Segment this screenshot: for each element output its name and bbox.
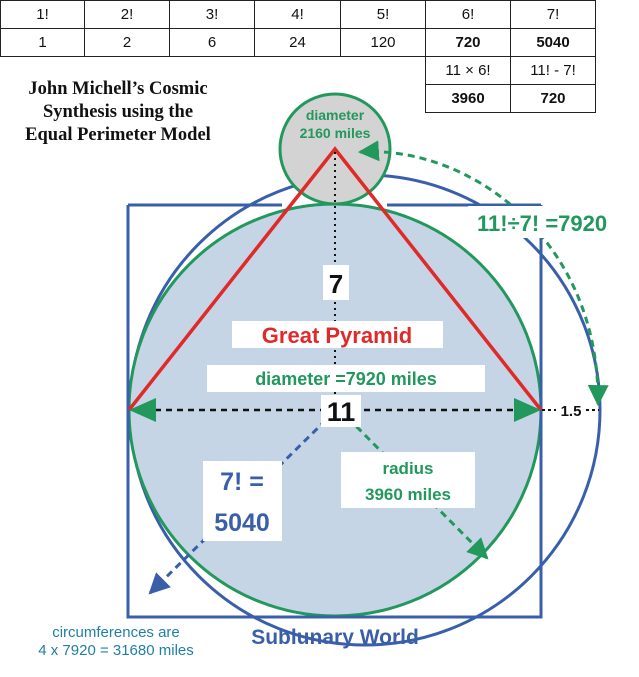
label-background [468, 206, 626, 238]
table-row: 1 2 6 24 120 720 5040 [0, 28, 596, 57]
label-background [321, 395, 361, 427]
table-cell: 2 [84, 28, 170, 57]
pyramid-label: Great Pyramid [262, 323, 412, 348]
earth-diameter-label: diameter =7920 miles [255, 369, 437, 389]
table-cell: 720 [510, 84, 596, 113]
table-row: 11 × 6! 11! - 7! [1, 56, 596, 85]
label-background [232, 321, 443, 348]
ratio-label: 11!÷7! =7920 [477, 211, 607, 236]
moon-diameter-label: diameter [306, 107, 365, 123]
label-background [207, 365, 485, 392]
label-background [203, 461, 282, 541]
table-cell: 3960 [425, 84, 511, 113]
radius-label: radius [382, 459, 433, 478]
table-cell: 6 [169, 28, 255, 57]
table-cell: 11! - 7! [510, 56, 596, 85]
factorial-value: 5040 [214, 509, 270, 537]
table-cell: 120 [340, 28, 426, 57]
title-line: Synthesis using the [42, 102, 194, 122]
sublunary-square [126, 205, 543, 619]
table-cell: 1 [0, 28, 85, 57]
table-cell: 11 × 6! [425, 56, 511, 85]
label-background [323, 265, 349, 300]
offset-label: 1.5 [561, 403, 582, 420]
factorial-label: 7! = [220, 468, 264, 496]
table-cell: 2! [84, 0, 170, 29]
radius-value: 3960 miles [365, 485, 451, 504]
circumference-note: circumferences are 4 x 7920 = 31680 mile… [0, 624, 232, 660]
table-cell: 720 [425, 28, 511, 57]
moon-diameter-value: 2160 miles [300, 125, 371, 141]
table-row: 3960 720 [1, 84, 596, 113]
table-cell: 4! [254, 0, 341, 29]
title-line: John Michell’s Cosmic [28, 79, 208, 99]
table-cell: 1! [0, 0, 85, 29]
sublunary-label: Sublunary World [251, 626, 419, 649]
curved-arrow [357, 140, 609, 407]
table-cell: 7! [510, 0, 596, 29]
arrowhead-icon [129, 398, 156, 422]
note-line: 4 x 7920 = 31680 miles [38, 642, 194, 659]
factorial-table: 1! 2! 3! 4! 5! 6! 7! 1 2 6 24 120 720 50… [0, 0, 596, 113]
label-background [341, 452, 475, 508]
table-cell: 24 [254, 28, 341, 57]
base-eleven-label: 11 [327, 397, 356, 427]
table-row: 1! 2! 3! 4! 5! 6! 7! [0, 0, 596, 29]
diagram-title: John Michell’s Cosmic Synthesis using th… [0, 78, 236, 147]
note-line: circumferences are [52, 624, 180, 641]
title-line: Equal Perimeter Model [25, 125, 211, 145]
table-cell: 5040 [510, 28, 596, 57]
height-seven-label: 7 [329, 269, 343, 299]
